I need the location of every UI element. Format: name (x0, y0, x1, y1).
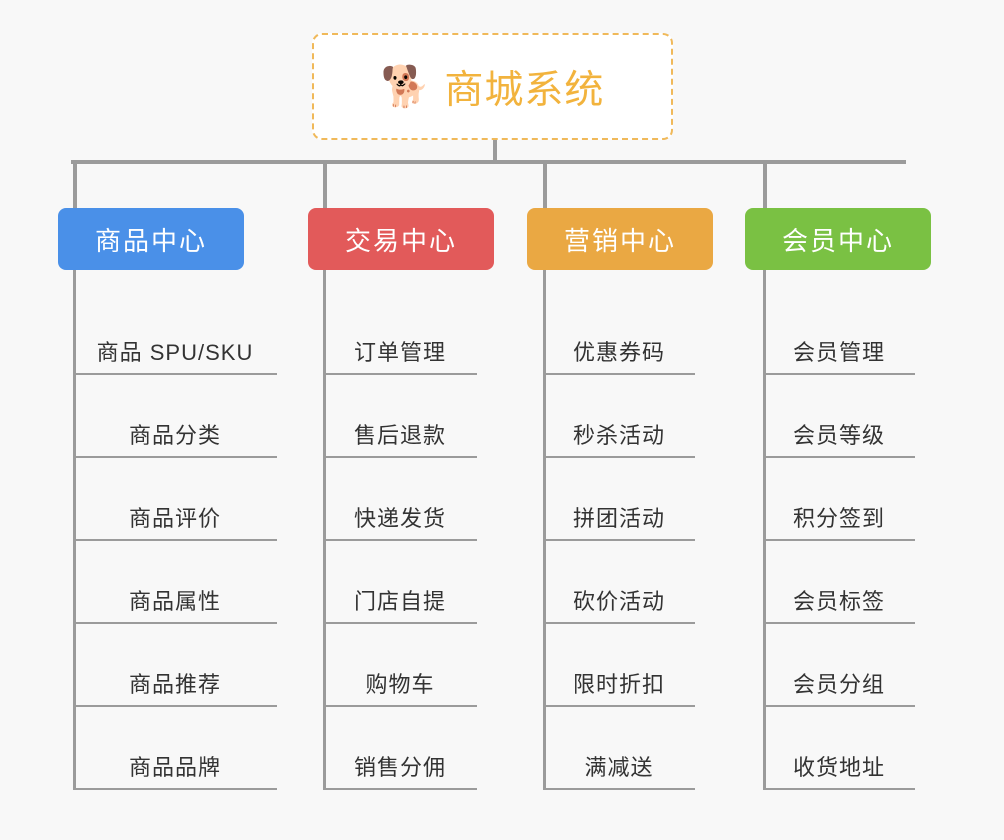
root-title: 商城系统 (444, 68, 605, 112)
connector-trunk (493, 140, 497, 164)
leaf-item[interactable]: 商品分类 (73, 375, 277, 458)
leaf-item-label: 商品分类 (128, 423, 221, 448)
leaf-item[interactable]: 商品推荐 (73, 624, 277, 707)
leaf-item-label: 优惠券码 (572, 340, 665, 365)
leaf-item-label: 快递发货 (353, 506, 446, 531)
leaf-item-label: 会员分组 (792, 672, 885, 697)
connector-drop-member (763, 162, 767, 208)
leaf-item[interactable]: 积分签到 (763, 458, 915, 541)
shiba-dog-icon: 🐕 (380, 63, 431, 110)
connector-bus (71, 160, 906, 164)
leaf-item-label: 售后退款 (353, 423, 446, 448)
leaf-item[interactable]: 快递发货 (323, 458, 477, 541)
column-spine-marketing (543, 270, 546, 790)
column-spine-product (73, 270, 76, 790)
leaf-item[interactable]: 限时折扣 (543, 624, 695, 707)
leaf-item-label: 积分签到 (792, 506, 885, 531)
leaf-item[interactable]: 会员管理 (763, 292, 915, 375)
category-header-label: 交易中心 (344, 225, 457, 256)
category-header-label: 会员中心 (781, 225, 894, 256)
category-header-label: 营销中心 (563, 225, 676, 256)
leaf-item[interactable]: 拼团活动 (543, 458, 695, 541)
leaf-item[interactable]: 会员等级 (763, 375, 915, 458)
leaf-item[interactable]: 销售分佣 (323, 707, 477, 790)
connector-drop-marketing (543, 162, 547, 208)
leaf-item[interactable]: 订单管理 (323, 292, 477, 375)
leaf-item-label: 购物车 (365, 672, 435, 697)
column-spine-trade (323, 270, 326, 790)
leaf-item-label: 会员等级 (792, 423, 885, 448)
leaf-item[interactable]: 商品品牌 (73, 707, 277, 790)
leaf-item-label: 商品评价 (128, 506, 221, 531)
leaf-item-label: 商品推荐 (128, 672, 221, 697)
leaf-item-label: 限时折扣 (572, 672, 665, 697)
leaf-item-label: 会员标签 (792, 589, 885, 614)
leaf-item-label: 商品品牌 (128, 755, 221, 780)
root-node[interactable]: 🐕 商城系统 (312, 33, 673, 140)
leaf-item[interactable]: 售后退款 (323, 375, 477, 458)
leaf-item-label: 销售分佣 (353, 755, 446, 780)
leaf-item[interactable]: 砍价活动 (543, 541, 695, 624)
leaf-item[interactable]: 商品属性 (73, 541, 277, 624)
leaf-item[interactable]: 优惠券码 (543, 292, 695, 375)
leaf-item-label: 砍价活动 (572, 589, 665, 614)
category-header-label: 商品中心 (94, 225, 207, 256)
column-spine-member (763, 270, 766, 790)
leaf-item-label: 商品属性 (128, 589, 221, 614)
leaf-item[interactable]: 满减送 (543, 707, 695, 790)
connector-drop-product (73, 162, 77, 208)
leaf-item-label: 满减送 (584, 755, 654, 780)
leaf-item-label: 商品 SPU/SKU (96, 340, 254, 365)
leaf-item-label: 会员管理 (792, 340, 885, 365)
leaf-item-label: 收货地址 (792, 755, 885, 780)
leaf-item[interactable]: 会员标签 (763, 541, 915, 624)
leaf-item[interactable]: 商品评价 (73, 458, 277, 541)
leaf-item[interactable]: 购物车 (323, 624, 477, 707)
leaf-item-label: 拼团活动 (572, 506, 665, 531)
leaf-item[interactable]: 秒杀活动 (543, 375, 695, 458)
leaf-item[interactable]: 门店自提 (323, 541, 477, 624)
leaf-item[interactable]: 商品 SPU/SKU (73, 292, 277, 375)
leaf-item-label: 订单管理 (353, 340, 446, 365)
category-header-marketing[interactable]: 营销中心 (527, 208, 713, 270)
leaf-item-label: 门店自提 (353, 589, 446, 614)
root-node-content: 🐕 商城系统 (381, 59, 605, 115)
leaf-item[interactable]: 收货地址 (763, 707, 915, 790)
category-header-member[interactable]: 会员中心 (745, 208, 931, 270)
category-header-product[interactable]: 商品中心 (58, 208, 244, 270)
leaf-item-label: 秒杀活动 (572, 423, 665, 448)
category-header-trade[interactable]: 交易中心 (308, 208, 494, 270)
connector-drop-trade (323, 162, 327, 208)
leaf-item[interactable]: 会员分组 (763, 624, 915, 707)
